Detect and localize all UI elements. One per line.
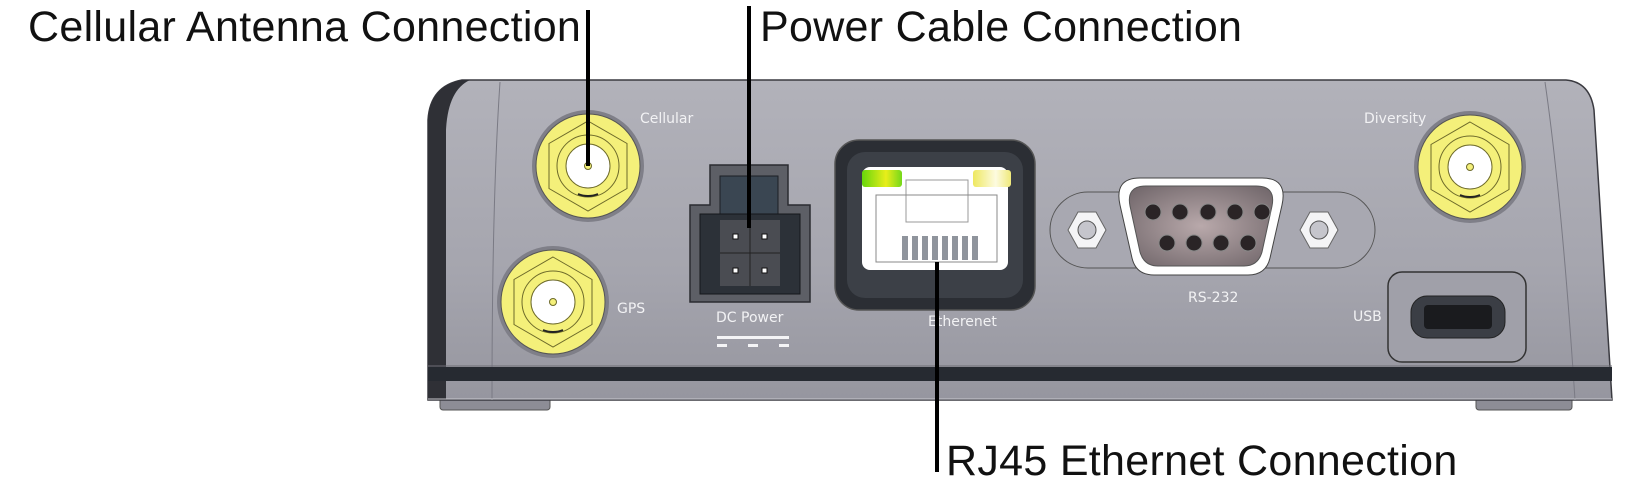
usb-port: [1387, 271, 1527, 363]
power-callout-leader: [747, 6, 751, 228]
diversity-port-label: Diversity: [1364, 111, 1427, 127]
housing-dark-band: [428, 367, 1612, 381]
dc-power-port-label: DC Power: [716, 310, 784, 326]
ethernet-callout-leader: [935, 262, 939, 472]
housing-bezel-line-right: [1544, 81, 1576, 401]
ethernet-link-led: [862, 170, 902, 187]
power-cable-callout: Power Cable Connection: [760, 3, 1243, 51]
cellular-port-label: Cellular: [640, 111, 694, 127]
housing-bezel-line: [491, 81, 501, 401]
gps-port-label: GPS: [617, 301, 646, 317]
rj45-ethernet-callout: RJ45 Ethernet Connection: [946, 437, 1458, 485]
cellular-callout-leader: [586, 10, 590, 166]
ethernet-activity-led: [973, 170, 1011, 187]
gps-antenna-connector: [497, 246, 609, 358]
rs232-db9-connector: [1049, 177, 1376, 276]
usb-port-label: USB: [1353, 309, 1382, 325]
cellular-antenna-callout: Cellular Antenna Connection: [28, 3, 582, 51]
dc-symbol-icon: [717, 336, 789, 347]
housing-left-edge: [428, 80, 470, 400]
rs232-port-label: RS-232: [1188, 290, 1239, 306]
diversity-antenna-connector: [1414, 111, 1526, 223]
ethernet-port-label: Etherenet: [928, 314, 997, 330]
